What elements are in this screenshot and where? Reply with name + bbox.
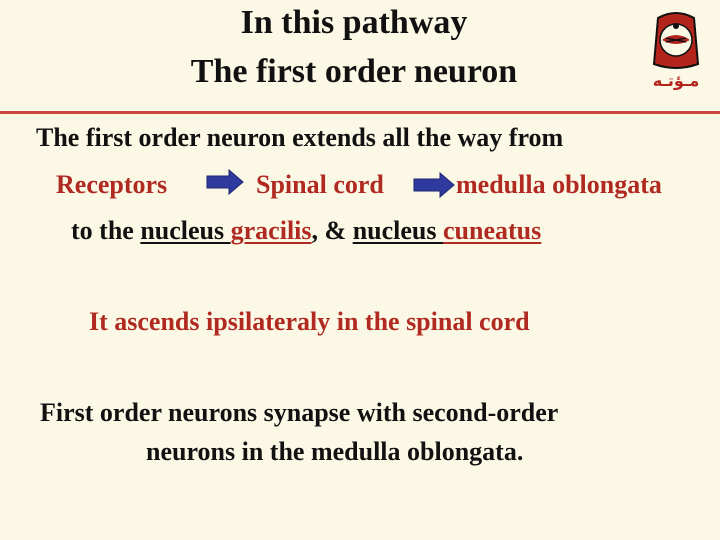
right-arrow-icon — [206, 169, 244, 195]
nucleus-cuneatus-label: nucleus — [352, 216, 443, 245]
logo-caption: مـؤتـه — [653, 71, 700, 90]
path-spinal-cord: Spinal cord — [256, 170, 384, 199]
body-line-4: It ascends ipsilateraly in the spinal co… — [89, 307, 530, 336]
title-line-1: In this pathway — [240, 4, 468, 41]
university-emblem-icon: مـؤتـه — [653, 12, 700, 90]
nucleus-gracilis-label: nucleus — [140, 216, 231, 245]
cuneatus-term: cuneatus — [443, 216, 542, 245]
title-line-2: The first order neuron — [190, 53, 518, 90]
gracilis-term: gracilis — [230, 216, 312, 245]
path-receptors: Receptors — [56, 170, 168, 199]
body-line-1: The first order neuron extends all the w… — [36, 123, 564, 152]
body-line-5a: First order neurons synapse with second-… — [40, 398, 559, 427]
body-line-3: to the nucleus gracilis, & nucleus cunea… — [71, 216, 541, 246]
right-arrow-icon — [413, 172, 455, 198]
line3-separator: , & — [311, 216, 353, 245]
title-divider — [0, 111, 720, 114]
line3-prefix: to the — [71, 216, 141, 245]
path-medulla-oblongata: medulla oblongata — [456, 170, 662, 199]
body-line-5b: neurons in the medulla oblongata. — [146, 437, 524, 466]
